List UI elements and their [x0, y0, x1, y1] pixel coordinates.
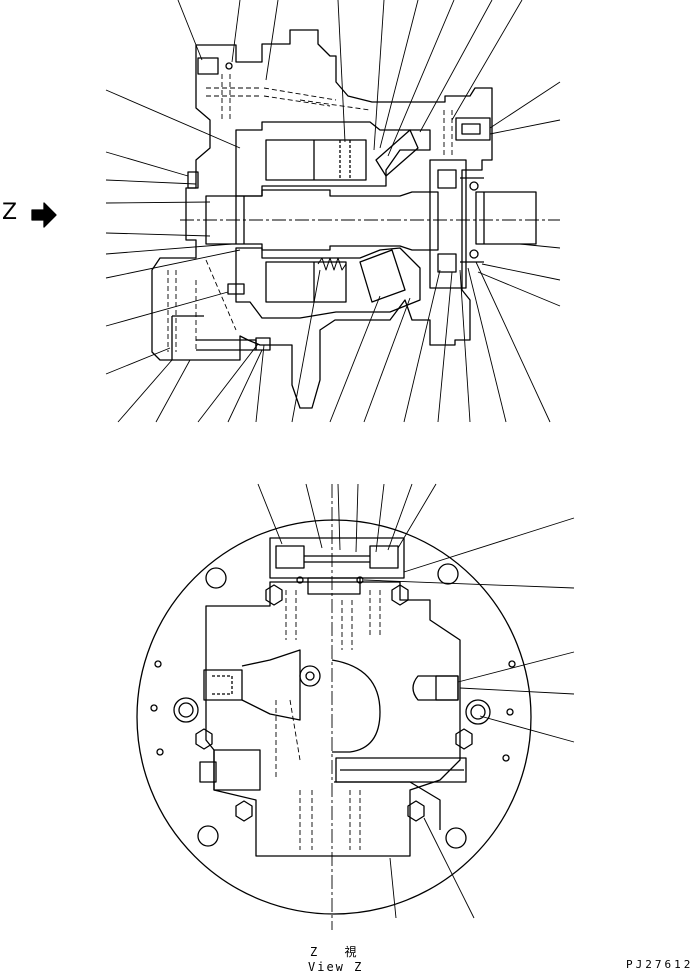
- mounting-flange: [136, 519, 532, 915]
- view-direction-arrow: [31, 202, 57, 228]
- view-z-drawing: [136, 483, 575, 930]
- swash-plate: [359, 249, 406, 303]
- lower-chamber: [235, 247, 421, 319]
- spring-coil: [317, 257, 347, 271]
- hex-bolts: [195, 584, 473, 822]
- flange-plate: [429, 159, 467, 289]
- top-plug: [197, 57, 219, 75]
- piston-upper: [265, 139, 367, 181]
- leader-lines: [105, 0, 561, 423]
- piston-lower: [265, 261, 347, 303]
- flange-bolt-holes: [150, 563, 516, 849]
- relief-valve: [455, 117, 491, 141]
- drain-plug: [187, 171, 199, 189]
- section-view: [105, 0, 561, 423]
- left-port: [203, 669, 243, 701]
- view-marker-letter: Z: [2, 200, 18, 225]
- view-z-leader-lines: [257, 483, 575, 919]
- cylinder-chamber: [235, 121, 431, 197]
- view-caption-en: View Z: [308, 960, 364, 974]
- oil-passage: [206, 74, 371, 120]
- output-spline: [475, 191, 537, 245]
- motor-body: [205, 581, 461, 857]
- view-caption-jp: Z 視: [310, 945, 367, 959]
- valve-block: [269, 537, 405, 579]
- central-boss: [331, 659, 381, 753]
- housing-outline: [151, 29, 493, 409]
- main-shaft: [205, 189, 439, 251]
- drawing-code: PJ27612: [626, 958, 694, 971]
